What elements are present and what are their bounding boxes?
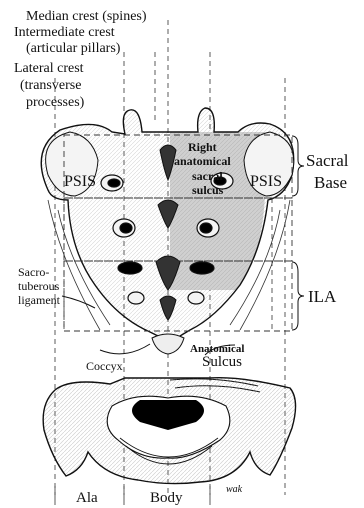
label-sacral-base-2: Base [314,173,347,192]
label-sacrotuberous-3: ligament [18,293,61,307]
label-right-sulcus-4: sulcus [192,183,224,197]
label-coccyx: Coccyx [86,359,123,373]
label-lateral-crest-2: (transverse [20,78,81,93]
label-median-crest: Median crest (spines) [26,9,147,24]
sacral-base-view [43,378,295,484]
label-sacrotuberous-1: Sacro- [18,265,49,279]
label-intermediate-crest-2: (articular pillars) [26,41,121,56]
label-ila: ILA [308,287,337,306]
label-lateral-crest-1: Lateral crest [14,61,84,76]
label-psis-right: PSIS [250,173,282,190]
artist-signature: wak [226,484,243,495]
label-body: Body [150,490,183,506]
label-psis-left: PSIS [64,173,96,190]
label-right-sulcus-3: sacral [192,169,223,183]
label-lateral-crest-3: processes) [26,95,85,110]
label-sacrotuberous-2: tuberous [18,279,60,293]
label-right-sulcus-1: Right [188,140,217,154]
coccyx-shape [152,334,184,354]
label-anatomical-sulcus-2: Sulcus [202,354,242,370]
label-intermediate-crest-1: Intermediate crest [14,25,115,40]
label-right-sulcus-2: anatomical [174,154,231,168]
label-sacral-base-1: Sacral [306,151,349,170]
label-ala: Ala [76,490,98,506]
